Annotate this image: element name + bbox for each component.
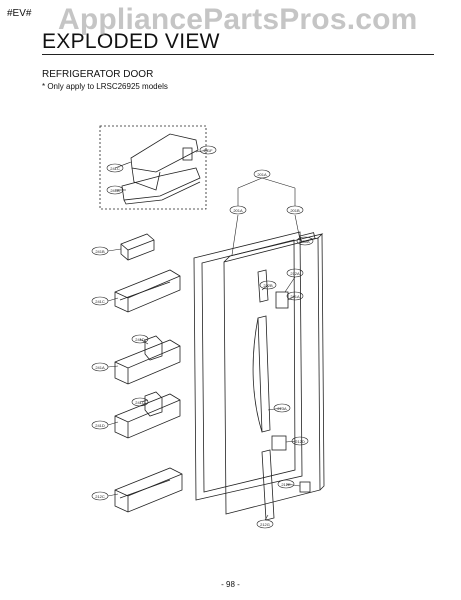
section-heading: REFRIGERATOR DOOR (42, 69, 154, 80)
svg-text:212B: 212B (263, 283, 273, 288)
door-bin-top (121, 133, 201, 205)
part-label-p9: 241A (91, 362, 109, 372)
svg-text:201B: 201B (290, 208, 300, 213)
svg-text:241C: 241C (110, 166, 120, 171)
svg-text:212G: 212G (260, 522, 270, 527)
part-label-p12: 230A (296, 236, 314, 246)
part-label-p10: 241D (91, 420, 109, 430)
part-label-p16: 241D (131, 334, 149, 344)
model-note: * Only apply to LRSC26925 models (42, 82, 168, 91)
part-label-p18: 213A (273, 403, 291, 413)
svg-text:230A: 230A (300, 239, 310, 244)
svg-text:241D: 241D (95, 423, 105, 428)
svg-text:241A: 241A (290, 294, 300, 299)
part-labels: 241F 241C 241B 201A 201A 201B 241B 241C … (91, 145, 314, 529)
part-label-p6: 201B (286, 205, 304, 215)
door-bin-4 (114, 467, 183, 513)
svg-text:241B: 241B (95, 249, 105, 254)
optional-parts-box (99, 125, 207, 210)
door-bin-2 (114, 335, 181, 385)
part-label-p15: 241A (286, 291, 304, 301)
part-label-p7: 241B (91, 246, 109, 256)
door-gasket (193, 231, 303, 501)
svg-text:212D: 212D (295, 439, 305, 444)
part-label-p1: 241F (199, 145, 217, 155)
title-rule (42, 54, 434, 55)
page-title: EXPLODED VIEW (42, 30, 220, 53)
part-label-p5: 201A (229, 205, 247, 215)
part-label-p3: 241B (106, 185, 124, 195)
part-label-p2: 241C (106, 163, 124, 173)
part-label-p8: 241C (91, 296, 109, 306)
svg-text:241C: 241C (95, 299, 105, 304)
svg-text:201A: 201A (257, 172, 267, 177)
door-bin-3 (114, 391, 181, 439)
part-label-p21: 212G (256, 519, 274, 529)
door-bin-1 (114, 269, 181, 313)
svg-text:241B: 241B (110, 188, 120, 193)
door-handle (252, 269, 275, 521)
leader-lines (107, 149, 319, 521)
dispenser-parts (271, 291, 311, 493)
small-tray (120, 233, 155, 261)
svg-text:241C: 241C (135, 400, 145, 405)
svg-text:201A: 201A (233, 208, 243, 213)
part-label-p20: 212E (277, 479, 295, 489)
part-label-p11: 212C (91, 491, 109, 501)
part-label-p17: 241C (131, 397, 149, 407)
door-panel (223, 232, 325, 515)
part-label-p13: 212A (286, 268, 304, 278)
svg-text:213A: 213A (277, 406, 287, 411)
watermark: AppliancePartsPros.com (58, 3, 418, 36)
svg-text:241D: 241D (135, 337, 145, 342)
svg-text:212A: 212A (290, 271, 300, 276)
svg-text:241F: 241F (203, 148, 213, 153)
svg-text:241A: 241A (95, 365, 105, 370)
svg-text:212E: 212E (281, 482, 291, 487)
page-tag: #EV# (7, 8, 32, 19)
part-label-p19: 212D (291, 436, 309, 446)
part-label-p14: 212B (259, 280, 277, 290)
part-label-p4: 201A (253, 169, 271, 179)
svg-text:212C: 212C (95, 494, 105, 499)
page-number: - 98 - (221, 580, 240, 589)
